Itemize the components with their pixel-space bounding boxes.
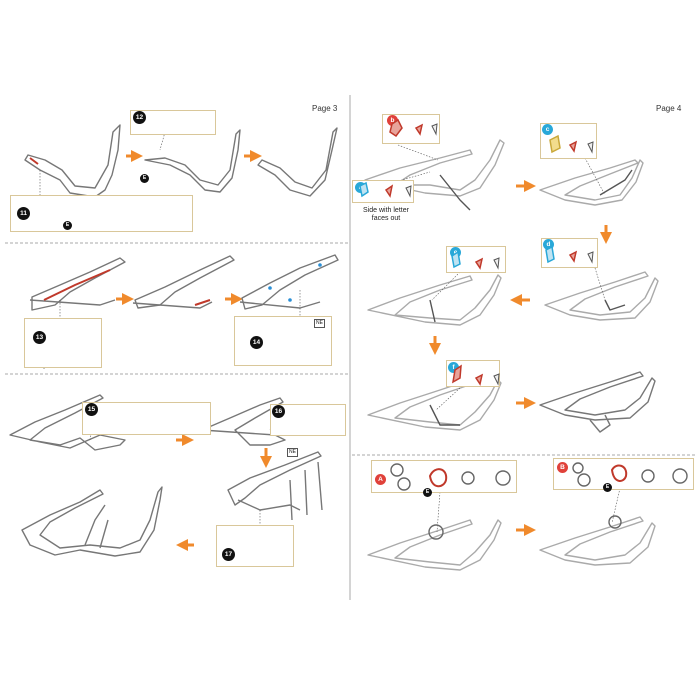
step-letter-ring-a: A [375,474,386,485]
step-number-12: 12 [133,111,146,124]
orientation-note: Side with letter faces out [350,207,422,223]
page-3-label: Page 3 [312,104,338,113]
wing-assembly-drawing [539,159,644,206]
ring-icon [390,463,404,477]
ring-icon [641,469,655,483]
step-number-16: 16 [272,405,285,418]
wing-assembly-drawing [367,274,502,326]
page-4-label: Page 4 [656,104,682,113]
ring-icon [461,471,475,485]
wing-assembly-drawing [21,486,163,557]
wing-assembly-drawing [24,124,121,198]
wing-assembly-drawing [241,254,339,310]
part-tag-e: E [140,174,149,183]
wing-assembly-drawing [364,139,505,197]
wing-assembly-drawing [544,271,659,321]
ring-icon [428,524,444,540]
part-tag-e: E [423,488,432,497]
step-letter-ring-b: B [557,462,568,473]
wing-assembly-drawing [539,516,656,566]
step-letter-d: d [543,239,554,250]
ring-icon [577,473,591,487]
wing-assembly-drawing [257,127,338,197]
wing-assembly-drawing [201,397,286,446]
step-letter-f: f [448,362,459,373]
ring-icon [397,477,411,491]
step-box-a [352,180,414,203]
part-tag-ne: NE [287,448,298,457]
part-tag-e: E [603,483,612,492]
step-number-14: 14 [250,336,263,349]
part-tag-ne: NE [314,319,325,328]
ring-icon [495,470,511,486]
wing-assembly-drawing [539,371,656,421]
step-number-13: 13 [33,331,46,344]
step-number-11: 11 [17,207,30,220]
part-tag-e: E [63,221,72,230]
step-letter-b: b [387,115,398,126]
ring-icon [572,462,584,474]
wing-assembly-drawing [367,519,502,571]
wing-assembly-drawing [134,255,235,309]
step-number-15: 15 [85,403,98,416]
step-letter-e: e [450,247,461,258]
orientation-note-line2: faces out [371,215,401,222]
ring-icon [608,515,622,529]
wing-assembly-drawing [144,129,241,193]
step-box-15 [82,402,211,435]
step-box-11 [10,195,193,232]
orientation-note-line1: Side with letter [363,207,409,214]
step-number-17: 17 [222,548,235,561]
step-letter-c: c [542,124,553,135]
step-box-ring-a [371,460,517,493]
ring-icon [672,468,688,484]
